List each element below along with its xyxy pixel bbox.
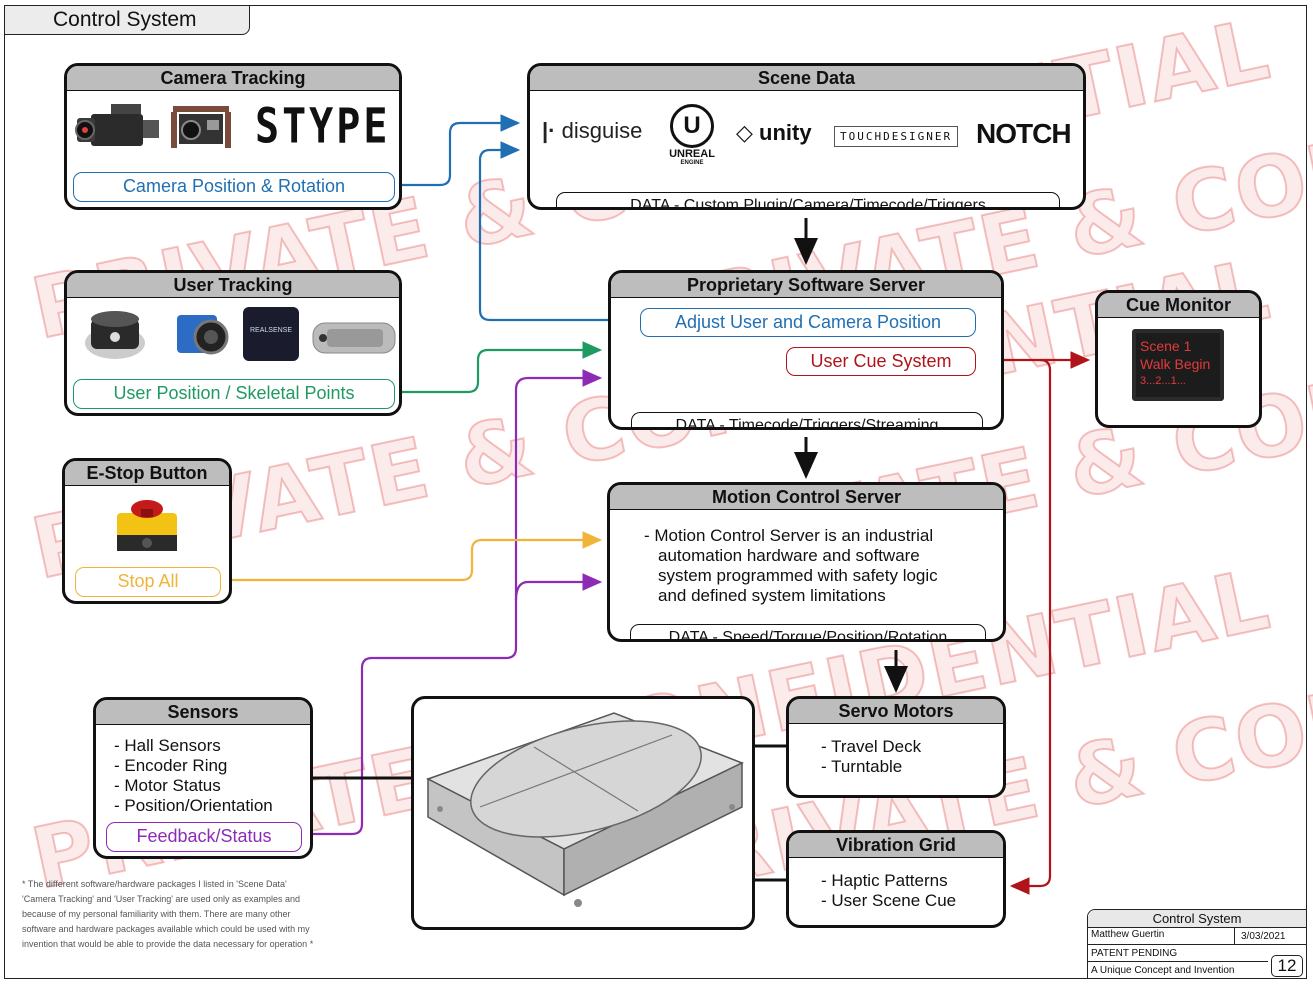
title-block-title: Control System xyxy=(1088,910,1306,928)
cue-monitor-title: Cue Monitor xyxy=(1098,293,1259,318)
disguise-logo: |· disguise xyxy=(542,118,642,144)
title-block-status: PATENT PENDING xyxy=(1088,944,1306,961)
motion-control-server-box: Motion Control Server - Motion Control S… xyxy=(607,482,1006,642)
unreal-label: UNREAL xyxy=(669,148,715,160)
estop-button-icon xyxy=(117,500,177,551)
sensor-item: - Motor Status xyxy=(114,776,221,795)
motion-control-description: - Motion Control Server is an industrial… xyxy=(644,526,938,606)
unreal-logo: U UNREAL ENGINE xyxy=(660,104,724,166)
disguise-icon: |· xyxy=(542,118,556,143)
page-title-tab: Control System xyxy=(4,5,250,35)
cue-to-vibration-arrow xyxy=(1009,358,1052,895)
scene-data-bar: DATA - Custom Plugin/Camera/Timecode/Tri… xyxy=(556,192,1060,207)
notch-logo: NOTCH xyxy=(976,118,1072,149)
feedback-status-output: Feedback/Status xyxy=(106,822,302,852)
title-block-date: 3/03/2021 xyxy=(1234,928,1304,944)
title-block-page-number: 12 xyxy=(1271,955,1303,977)
camera-to-scene-arrow xyxy=(393,114,521,187)
user-tracking-title: User Tracking xyxy=(67,273,399,298)
estop-button-box: E-Stop Button Stop All xyxy=(62,458,232,604)
sensors-list: - Hall Sensors - Encoder Ring - Motor St… xyxy=(114,736,273,816)
realsense-label: REALSENSE xyxy=(249,327,293,334)
stop-all-output: Stop All xyxy=(75,567,221,597)
camera-rig-icon xyxy=(171,106,231,148)
proprietary-software-server-box: Proprietary Software Server Adjust User … xyxy=(608,270,1004,430)
unity-logo: ◇ unity xyxy=(736,120,812,146)
disguise-label: disguise xyxy=(561,118,643,143)
unreal-engine-label: ENGINE xyxy=(680,160,704,166)
user-position-output: User Position / Skeletal Points xyxy=(73,379,395,409)
footnote: * The different software/hardware packag… xyxy=(22,879,314,949)
camera-tracking-box: Camera Tracking STYPE Camera Position & … xyxy=(64,63,402,210)
feedback-to-server-arrow xyxy=(302,369,603,836)
camera-position-rotation-output: Camera Position & Rotation xyxy=(73,172,395,202)
motion-control-title: Motion Control Server xyxy=(610,485,1003,510)
title-block-subtitle: A Unique Concept and Invention xyxy=(1088,961,1268,978)
cue-monitor-box: Cue Monitor Scene 1 Walk Begin 3...2...1… xyxy=(1095,290,1262,428)
servo-motors-title: Servo Motors xyxy=(789,699,1003,724)
title-block-author: Matthew Guertin xyxy=(1091,929,1165,940)
proprietary-server-title: Proprietary Software Server xyxy=(611,273,1001,298)
sensors-title: Sensors xyxy=(96,700,310,725)
scene-data-box: Scene Data |· disguise U UNREAL ENGINE ◇… xyxy=(527,63,1086,210)
vibration-grid-box: Vibration Grid - Haptic Patterns - User … xyxy=(786,830,1006,928)
stype-logo: STYPE xyxy=(255,99,391,155)
description-line: system programmed with safety logic xyxy=(658,566,938,585)
motion-platform-illustration xyxy=(426,712,744,907)
cinema-camera-icon xyxy=(75,104,159,146)
sensor-item: - Hall Sensors xyxy=(114,736,221,755)
user-to-server-arrow xyxy=(393,341,603,394)
stop-to-motion-arrow xyxy=(220,531,603,582)
servo-item: - Turntable xyxy=(821,757,903,776)
page-frame xyxy=(4,5,1307,979)
monitor-line-1: Scene 1 xyxy=(1140,338,1192,354)
vibration-item: - Haptic Patterns xyxy=(821,871,948,890)
camera-tracking-title: Camera Tracking xyxy=(67,66,399,91)
depth-camera-icon xyxy=(312,322,396,354)
user-tracking-box: User Tracking REALSENSE User Position / … xyxy=(64,270,402,416)
scene-data-title: Scene Data xyxy=(530,66,1083,91)
sensors-box: Sensors - Hall Sensors - Encoder Ring - … xyxy=(93,697,313,859)
title-block: Control System Matthew Guertin 3/03/2021… xyxy=(1087,909,1307,979)
description-line: and defined system limitations xyxy=(658,586,886,605)
realsense-camera-icon: REALSENSE xyxy=(243,307,299,361)
vibration-grid-title: Vibration Grid xyxy=(789,833,1003,858)
servo-list: - Travel Deck - Turntable xyxy=(821,737,921,777)
proprietary-data-bar: DATA - Timecode/Triggers/Streaming xyxy=(631,412,983,427)
cue-monitor-screen: Scene 1 Walk Begin 3...2...1... xyxy=(1132,329,1224,401)
adjust-to-scene-arrow xyxy=(478,141,640,322)
industrial-camera-icon xyxy=(177,315,229,355)
vibration-list: - Haptic Patterns - User Scene Cue xyxy=(821,871,956,911)
monitor-line-2: Walk Begin xyxy=(1140,356,1211,372)
unreal-icon: U xyxy=(670,104,714,148)
servo-item: - Travel Deck xyxy=(821,737,922,756)
unity-label: unity xyxy=(759,120,812,145)
estop-title: E-Stop Button xyxy=(65,461,229,486)
vibration-item: - User Scene Cue xyxy=(821,891,957,910)
adjust-position-item: Adjust User and Camera Position xyxy=(640,308,976,337)
unity-icon: ◇ xyxy=(736,120,753,145)
sensor-item: - Encoder Ring xyxy=(114,756,228,775)
description-line: automation hardware and software xyxy=(658,546,920,565)
feedback-to-motion-arrow xyxy=(514,573,603,601)
user-cue-system-item: User Cue System xyxy=(786,347,976,376)
motion-data-bar: DATA - Speed/Torque/Position/Rotation xyxy=(630,624,986,639)
monitor-line-3: 3...2...1... xyxy=(1140,375,1186,387)
motion-platform-box xyxy=(411,696,755,930)
description-line: - Motion Control Server is an industrial xyxy=(644,526,934,545)
servo-motors-box: Servo Motors - Travel Deck - Turntable xyxy=(786,696,1006,798)
sensor-item: - Position/Orientation xyxy=(114,796,273,815)
touchdesigner-logo: TOUCHDESIGNER xyxy=(834,126,959,147)
lidar-sensor-icon xyxy=(85,311,145,359)
